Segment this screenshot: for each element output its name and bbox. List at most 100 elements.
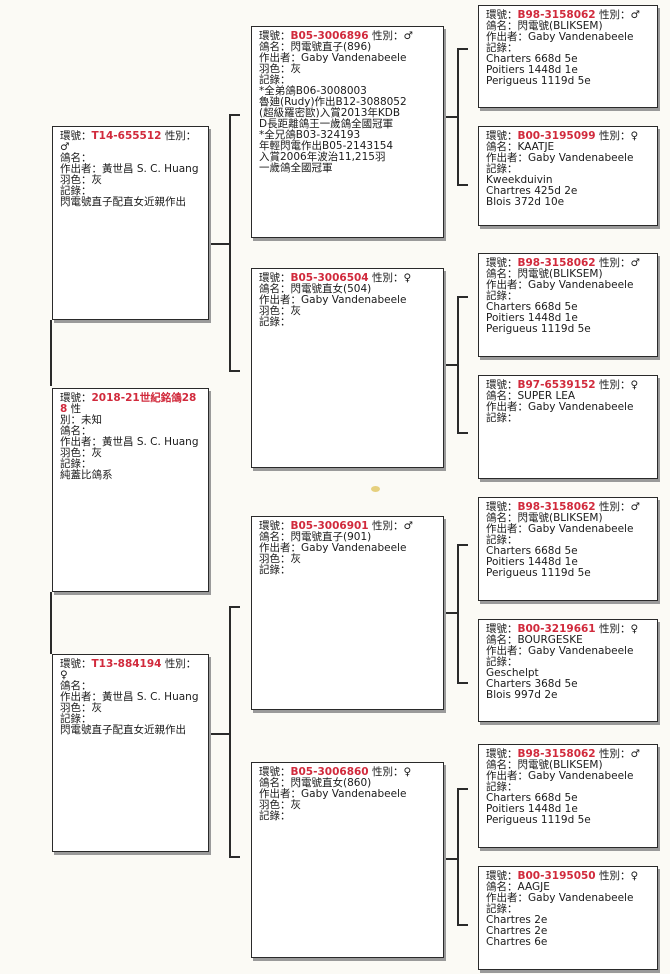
color-value: 灰: [290, 305, 302, 317]
sex-label: 性別：: [164, 130, 197, 142]
ring-label: 環號：: [259, 766, 291, 778]
sex-label: 性別：: [598, 9, 631, 21]
bracket-ds-v: [457, 544, 459, 684]
record-label: 記錄：: [259, 316, 291, 328]
dd-sire-card: 環號：B98-3158062 性別：♂鴿名：閃電號(BLIKSEM)作出者：Ga…: [478, 744, 658, 848]
name-label: 鴿名：: [486, 759, 518, 771]
ring-number: B05-3006896: [290, 30, 369, 42]
paper-speck: [371, 486, 380, 492]
sex-symbol-icon: ♀: [630, 130, 639, 142]
color-row: 羽色：灰: [60, 447, 102, 459]
ring-number: T13-884194: [91, 658, 162, 670]
record-label: 記錄：: [486, 163, 518, 175]
bracket-sd-b: [457, 432, 468, 434]
record-line: Charters 668d 5e: [486, 53, 578, 65]
ring-label: 環號：: [259, 520, 291, 532]
pigeon-name: AAGJE: [517, 881, 550, 893]
bracket-ds-t: [457, 544, 468, 546]
name-row: 鴿名：: [60, 681, 203, 692]
name-row: 鴿名：KAATJE: [486, 142, 652, 153]
sex-symbol-icon: ♂: [60, 141, 70, 153]
pigeon-name: 閃電號(BLIKSEM): [517, 20, 603, 32]
name-label: 鴿名：: [486, 390, 518, 402]
record-line: Chartres 425d 2e: [486, 185, 578, 197]
breeder-label: 作出者：: [486, 152, 528, 164]
record-line: Poitiers 1448d 1e: [486, 64, 578, 76]
ring-label: 環號：: [60, 658, 92, 670]
record-line: Chartres 6e: [486, 936, 548, 948]
record-line: 純蓋比鴿系: [60, 469, 113, 481]
record-line: Blois 997d 2e: [486, 689, 558, 701]
breeder-row: 作出者：Gaby Vandenabeele: [486, 893, 652, 904]
ring-label: 環號：: [486, 257, 518, 269]
name-row: 鴿名：閃電號直子(901): [259, 532, 438, 543]
sex-symbol-icon: ♂: [630, 9, 640, 21]
sex-label: 性: [67, 403, 82, 415]
bracket-ds-stem: [444, 612, 458, 614]
dam-card: 環號：T13-884194 性別：♀鴿名：作出者：黃世昌 S. C. Huang…: [52, 654, 209, 852]
sex-symbol-icon: ♂: [630, 501, 640, 513]
name-row: 鴿名：閃電號(BLIKSEM): [486, 513, 652, 524]
breeder-name: Gaby Vandenabeele: [528, 279, 634, 291]
record-line: Chartres 2e: [486, 925, 548, 937]
record-line: Kweekduivin: [486, 174, 553, 186]
bracket-dd-v: [457, 788, 459, 926]
ring-row: 環號：B00-3195050 性別：♀: [486, 871, 652, 882]
name-row: 鴿名：閃電號直女(860): [259, 778, 438, 789]
sex-symbol-icon: ♀: [630, 870, 639, 882]
sire-card: 環號：T14-655512 性別：♂鴿名：作出者：黃世昌 S. C. Huang…: [52, 126, 209, 320]
bracket-sd-v: [457, 296, 459, 434]
sire-sire-card: 環號：B05-3006896 性別：♂鴿名：閃電號直子(896)作出者：Gaby…: [251, 26, 444, 238]
ring-row: 環號：B98-3158062 性別：♂: [486, 10, 652, 21]
sex-symbol-icon: ♂: [403, 30, 413, 42]
pigeon-name: KAATJE: [517, 141, 555, 153]
bracket-sd-stem: [444, 364, 458, 366]
breeder-label: 作出者：: [259, 294, 301, 306]
breeder-row: 作出者：Gaby Vandenabeele: [486, 771, 652, 782]
ring-label: 環號：: [60, 392, 92, 404]
pigeon-name: 閃電號直子(896): [290, 41, 372, 53]
record-line: Perigueus 1119d 5e: [486, 323, 591, 335]
ring-number: B98-3158062: [517, 501, 596, 513]
name-label: 鴿名：: [486, 881, 518, 893]
breeder-label: 作出者：: [486, 770, 528, 782]
bracket-dd-stem: [444, 858, 458, 860]
ring-row: 環號：B98-3158062 性別：♂: [486, 258, 652, 269]
record-line: Perigueus 1119d 5e: [486, 75, 591, 87]
ring-number: T14-655512: [91, 130, 162, 142]
breeder-row: 作出者：Gaby Vandenabeele: [486, 32, 652, 43]
sex-label: 性別：: [598, 501, 631, 513]
sex-row: 別：未知: [60, 414, 102, 426]
sex-symbol-icon: ♀: [403, 766, 412, 778]
dam-sire-card: 環號：B05-3006901 性別：♂鴿名：閃電號直子(901)作出者：Gaby…: [251, 516, 444, 710]
breeder-row: 作出者：Gaby Vandenabeele: [259, 543, 438, 554]
ring-row: 環號：T13-884194 性別：♀: [60, 659, 203, 681]
name-row: 鴿名：閃電號直子(896): [259, 42, 438, 53]
name-row: 鴿名：: [60, 153, 203, 164]
breeder-name: Gaby Vandenabeele: [528, 401, 634, 413]
breeder-name: Gaby Vandenabeele: [528, 152, 634, 164]
breeder-name: 黃世昌 S. C. Huang: [102, 691, 199, 703]
sex-label: 性別：: [598, 870, 631, 882]
breeder-row: 作出者：Gaby Vandenabeele: [486, 280, 652, 291]
ring-row: 環號：B05-3006860 性別：♀: [259, 767, 438, 778]
ring-number: B05-3006504: [290, 272, 369, 284]
breeder-label: 作出者：: [486, 31, 528, 43]
name-label: 鴿名：: [259, 41, 291, 53]
breeder-row: 作出者：Gaby Vandenabeele: [259, 295, 438, 306]
breeder-row: 作出者：Gaby Vandenabeele: [486, 402, 652, 413]
breeder-name: Gaby Vandenabeele: [528, 31, 634, 43]
color-value: 灰: [91, 174, 103, 186]
color-row: 羽色：灰: [259, 306, 438, 317]
record-line: 年輕閃電作出B05-2143154: [259, 140, 394, 152]
ring-number: 2018-21世紀銘鴿288: [60, 392, 197, 415]
record-line: Perigueus 1119d 5e: [486, 567, 591, 579]
breeder-name: Gaby Vandenabeele: [528, 770, 634, 782]
ss-sire-card: 環號：B98-3158062 性別：♂鴿名：閃電號(BLIKSEM)作出者：Ga…: [478, 5, 658, 108]
pigeon-name: 閃電號(BLIKSEM): [517, 759, 603, 771]
name-row: 鴿名：AAGJE: [486, 882, 652, 893]
breeder-label: 作出者：: [60, 163, 102, 175]
record-line: 一歲鴿全國冠軍: [259, 162, 333, 174]
record-line: 入賞2006年波治11,215羽: [259, 151, 386, 163]
